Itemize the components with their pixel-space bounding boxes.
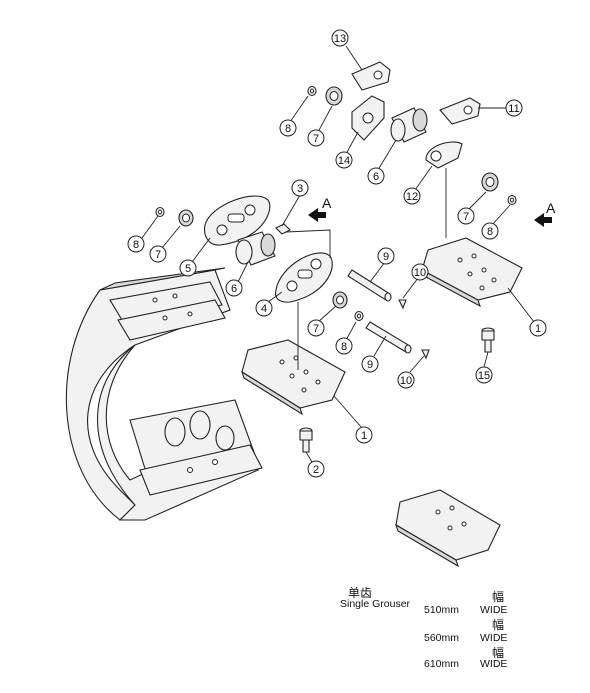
callout-15: 15	[475, 366, 493, 384]
part-8-washer-center	[354, 310, 364, 322]
svg-text:1: 1	[535, 323, 541, 335]
part-8-washer-left	[155, 206, 165, 218]
leader-lines	[141, 45, 535, 463]
callout-1-center: 1	[355, 426, 373, 444]
part-4-link	[275, 252, 333, 303]
svg-text:8: 8	[487, 226, 493, 238]
track-chain-assembly	[65, 267, 263, 521]
legend-wide-cjk-1: 幅	[492, 590, 505, 604]
part-1-shoe-right	[421, 237, 523, 308]
callout-8-upper: 8	[279, 119, 297, 137]
part-7-seal-left	[178, 209, 194, 227]
part-8-washer-upper	[307, 85, 317, 97]
svg-text:7: 7	[313, 323, 319, 335]
svg-text:10: 10	[414, 267, 426, 279]
callout-7-left: 7	[149, 245, 167, 263]
callout-11: 11	[505, 99, 523, 117]
callout-2: 2	[307, 460, 325, 478]
svg-text:8: 8	[133, 239, 139, 251]
callout-8-left: 8	[127, 235, 145, 253]
callout-6-upper: 6	[367, 167, 385, 185]
legend-wide-1: WIDE	[480, 604, 508, 616]
callout-8-center: 8	[335, 337, 353, 355]
part-7-seal-right	[481, 172, 499, 192]
svg-text:4: 4	[261, 303, 267, 315]
part-7-seal-center	[332, 291, 348, 309]
callout-5: 5	[179, 259, 197, 277]
svg-text:1: 1	[361, 430, 367, 442]
svg-text:A: A	[546, 200, 556, 216]
svg-text:5: 5	[185, 263, 191, 275]
grouser-size-legend: 单齿 Single Grouser 幅 510mm WIDE 幅 560mm W…	[340, 582, 540, 672]
single-grouser-shoe	[395, 489, 501, 568]
part-11-link-half	[439, 97, 481, 125]
svg-text:A: A	[322, 195, 332, 211]
part-5-link	[204, 195, 271, 246]
callout-13: 13	[331, 29, 349, 47]
part-8-washer-right	[507, 194, 517, 206]
callout-7-center: 7	[307, 319, 325, 337]
legend-size-2: 560mm	[424, 632, 460, 644]
part-14-link-half	[351, 95, 385, 141]
callout-3: 3	[291, 179, 309, 197]
legend-wide-2: WIDE	[480, 632, 508, 644]
part-7-seal-upper	[325, 86, 343, 106]
part-9-pin-lower	[365, 321, 412, 354]
svg-text:13: 13	[334, 33, 346, 45]
part-15-bolt	[481, 327, 495, 353]
part-6-bushing-left	[235, 231, 276, 266]
view-arrow-a-right: A	[534, 200, 556, 227]
legend-wide-cjk-3: 幅	[492, 646, 505, 660]
callout-1-right: 1	[529, 319, 547, 337]
view-arrow-a-left: A	[308, 195, 332, 222]
svg-text:2: 2	[313, 464, 319, 476]
callout-4: 4	[255, 299, 273, 317]
callout-9-upper: 9	[377, 247, 395, 265]
svg-text:7: 7	[313, 133, 319, 145]
svg-text:3: 3	[297, 183, 303, 195]
legend-title-en: Single Grouser	[340, 598, 411, 610]
callout-7-right: 7	[457, 207, 475, 225]
svg-text:7: 7	[463, 211, 469, 223]
part-6-bushing-upper	[390, 107, 428, 143]
svg-text:9: 9	[383, 251, 389, 263]
callout-10-lower: 10	[397, 371, 415, 389]
part-13-link-half	[351, 61, 391, 91]
callout-8-right: 8	[481, 222, 499, 240]
callout-12: 12	[403, 187, 421, 205]
part-1-shoe-center	[240, 339, 346, 416]
legend-wide-cjk-2: 幅	[492, 618, 505, 632]
legend-size-3: 610mm	[424, 658, 460, 670]
svg-text:12: 12	[406, 191, 418, 203]
part-3-nut	[275, 223, 291, 235]
part-2-bolt	[299, 427, 313, 453]
part-12-link-half	[425, 141, 463, 169]
part-9-pin-upper	[347, 269, 392, 302]
svg-text:6: 6	[231, 283, 237, 295]
part-10-keeper-upper	[398, 299, 407, 310]
legend-size-1: 510mm	[424, 604, 460, 616]
svg-text:15: 15	[478, 370, 490, 382]
callout-9-lower: 9	[361, 355, 379, 373]
svg-text:6: 6	[373, 171, 379, 183]
callout-7-upper: 7	[307, 129, 325, 147]
callout-14: 14	[335, 151, 353, 169]
svg-text:14: 14	[338, 155, 350, 167]
svg-text:8: 8	[285, 123, 291, 135]
svg-text:7: 7	[155, 249, 161, 261]
part-10-keeper-lower	[421, 349, 430, 360]
svg-text:9: 9	[367, 359, 373, 371]
callout-6-left: 6	[225, 279, 243, 297]
svg-text:10: 10	[400, 375, 412, 387]
legend-wide-3: WIDE	[480, 658, 508, 670]
svg-text:11: 11	[508, 103, 519, 115]
svg-text:8: 8	[341, 341, 347, 353]
callout-10-upper: 10	[411, 263, 429, 281]
legend-title-cjk: 单齿	[348, 586, 373, 600]
